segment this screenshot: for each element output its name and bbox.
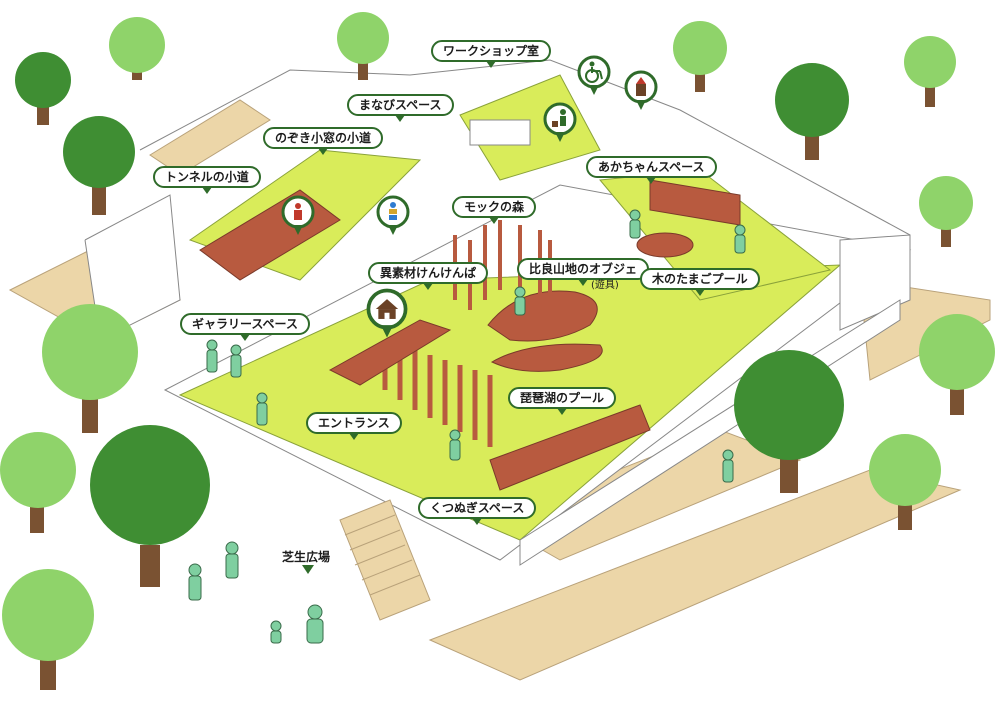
wheelchair-icon (577, 55, 611, 95)
restroom-icon (281, 195, 315, 235)
shibafu-pointer (302, 565, 314, 574)
label-hirasan: 比良山地のオブジェ (517, 258, 650, 286)
biwako-pool (490, 343, 603, 372)
wall-outline-back (139, 59, 911, 236)
label-nozoki: のぞき小窓の小道 (263, 127, 384, 155)
label-kutsunugi: くつぬぎスペース (418, 497, 537, 525)
workshop-table (469, 119, 531, 146)
baby-care-icon (543, 102, 577, 142)
upper-stairs (149, 99, 271, 176)
label-shibafu: 芝生広場 (282, 550, 331, 564)
tree (919, 314, 995, 390)
tree (42, 304, 138, 400)
tree (15, 52, 71, 108)
label-entrance: エントランス (306, 412, 402, 440)
tree (734, 350, 844, 460)
shoe-bench (489, 404, 651, 491)
tree (673, 21, 727, 75)
tree (63, 116, 135, 188)
people (188, 209, 746, 644)
label-tunnel: トンネルの小道 (153, 166, 261, 194)
label-kinotamago: 木のたまごプール (640, 268, 760, 296)
ramp (428, 469, 962, 681)
label-gallery: ギャラリースペース (180, 313, 310, 341)
tree (90, 425, 210, 545)
tree (919, 176, 973, 230)
label-isozai: 異素材けんけんぱ (368, 262, 489, 290)
toy-blocks-icon (376, 195, 410, 235)
tree (337, 12, 389, 64)
label-hirasan-sub: (遊具) (591, 280, 619, 291)
tree (869, 434, 941, 506)
label-biwako: 琵琶湖のプール (508, 387, 617, 415)
label-manabi: まなびスペース (347, 94, 454, 122)
house-icon (366, 288, 408, 338)
tree (0, 432, 76, 508)
tree (109, 17, 165, 73)
label-mokku: モックの森 (452, 196, 537, 224)
label-workshop: ワークショップ室 (431, 40, 552, 68)
isozai-path (328, 319, 452, 386)
tree (904, 36, 956, 88)
egg-pool (636, 232, 694, 258)
tree (775, 63, 849, 137)
tree (2, 569, 94, 661)
label-akachan: あかちゃんスペース (586, 156, 717, 184)
tree-group (0, 12, 995, 690)
entrance-stairs (339, 499, 431, 621)
tower-icon (624, 70, 658, 110)
